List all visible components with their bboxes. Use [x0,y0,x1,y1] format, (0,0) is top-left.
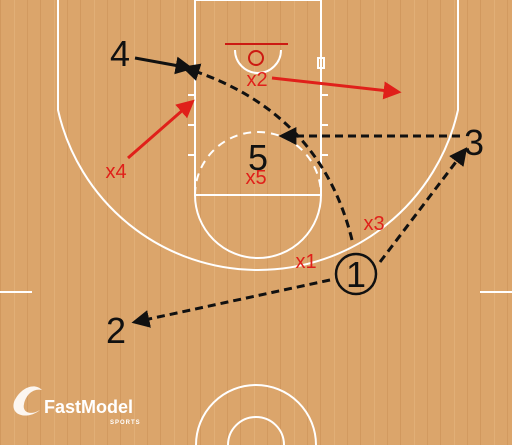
defender-x2: x2 [246,69,267,91]
player-2: 2 [106,310,126,351]
player-4: 4 [110,33,130,74]
pass-1-to-3 [378,147,468,263]
defender-x3: x3 [363,213,384,235]
move-x4 [127,99,195,160]
svg-text:SPORTS: SPORTS [110,420,141,426]
player-1-ring [334,252,378,296]
svg-text:FastModel: FastModel [44,397,133,417]
offense-movements [131,63,468,328]
defense-movements [127,76,402,160]
player-5: 5 [248,137,268,178]
defender-x5: x5 [245,167,266,189]
logo-swoosh-icon [13,386,42,416]
restricted-arc [234,49,282,74]
fastmodel-logo: FastModel SPORTS [13,386,140,426]
move-4 [134,56,194,75]
hoop [248,50,264,66]
defender-x1: x1 [295,251,316,273]
free-throw-lane [194,0,322,196]
pass-1-to-2 [131,278,331,328]
move-x2 [271,76,402,100]
free-throw-circle [194,194,322,259]
three-point-line [57,0,459,271]
player-3: 3 [464,122,484,163]
free-throw-circle-dashed [194,131,322,196]
defender-x4: x4 [105,161,126,183]
center-circle-inner [227,416,285,445]
player-1: 1 [346,254,366,295]
center-circle [195,384,317,445]
